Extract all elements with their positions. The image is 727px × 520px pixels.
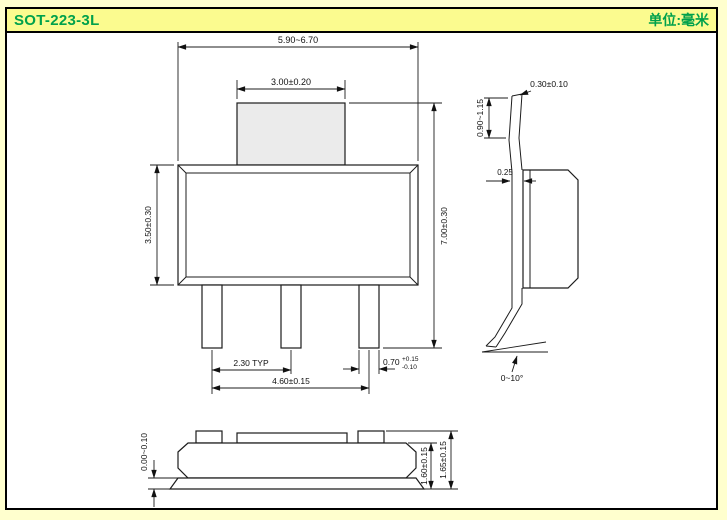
dim-tab-width-label: 3.00±0.20 (271, 77, 311, 87)
package-title: SOT-223-3L (14, 11, 100, 29)
body-bevel (409, 164, 419, 174)
front-dimensions: 5.90~6.70 3.00±0.20 3.50±0.30 7.00±0.30 … (143, 35, 449, 394)
upper-lead-outer (508, 95, 513, 173)
side-body (522, 169, 579, 289)
dim-overall-seated-height-label: 1.65±0.15 (438, 441, 448, 479)
bottom-seated-view (168, 430, 426, 490)
bottom-dimensions: 0.00~0.10 1.60±0.15 1.65±0.15 (139, 430, 458, 507)
side-view (485, 93, 579, 348)
dim-top-width-label: 5.90~6.70 (278, 35, 318, 45)
front-view (177, 102, 419, 349)
dim-standoff-label: 0.00~0.10 (139, 433, 149, 471)
dim-total-height-label: 7.00±0.30 (439, 207, 449, 245)
lower-lead-outer (485, 288, 513, 347)
dim-lead-width-minus-tol: -0.10 (402, 364, 417, 371)
seated-body (177, 442, 417, 479)
dim-lead-width-label: 0.70 (383, 357, 400, 367)
lead-center (280, 284, 302, 349)
seated-lead-left (195, 430, 223, 444)
dim-body-seated-height-label: 1.60±0.15 (419, 447, 429, 485)
upper-lead-inner (518, 93, 523, 171)
side-dimensions: 0.30±0.10 0.90~1.15 0.25 0~10° (475, 79, 568, 383)
dim-lead-width-plus-tol: +0.15 (402, 356, 419, 363)
lead-left (201, 284, 223, 349)
seated-tab (236, 432, 348, 444)
dim-tab-lead-length-label: 0.90~1.15 (475, 99, 485, 137)
front-body (177, 164, 419, 286)
lower-lead-inner (495, 288, 523, 348)
dim-lead-pitch-label: 2.30 TYP (233, 358, 269, 368)
unit-label: 单位:毫米 (648, 12, 709, 28)
body-bevel (177, 164, 187, 174)
front-body-inner-edge (185, 172, 411, 278)
dim-lead-span-label: 4.60±0.15 (272, 376, 310, 386)
body-bevel (409, 276, 419, 286)
seated-lead-right (357, 430, 385, 444)
foot-tip (485, 345, 497, 348)
dim-body-height-label: 3.50±0.30 (143, 206, 153, 244)
front-tab (236, 102, 346, 166)
seating-flange (168, 477, 426, 490)
dim-lead-thickness-label: 0.30±0.10 (530, 79, 568, 89)
body-bevel (177, 276, 187, 286)
title-bar: SOT-223-3L 单位:毫米 (7, 9, 716, 33)
dim-lead-gap-label: 0.25 (497, 168, 513, 177)
dim-foot-angle-label: 0~10° (501, 373, 524, 383)
lead-right (358, 284, 380, 349)
